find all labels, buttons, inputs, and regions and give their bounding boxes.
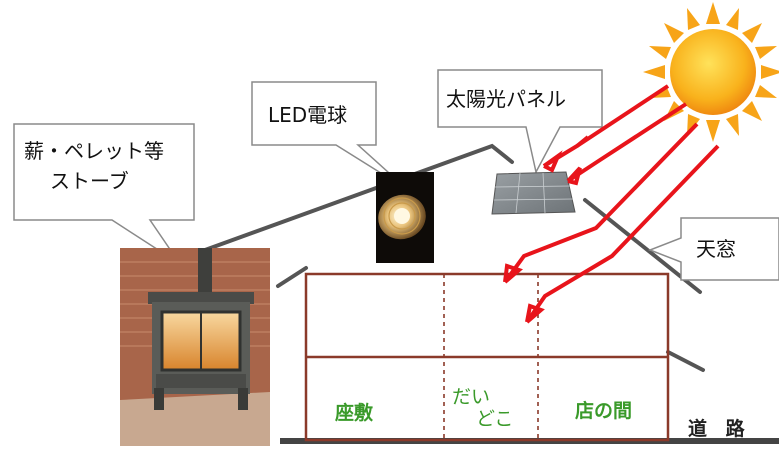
solar-panel-image [491,171,576,215]
callout-led-bubble [251,81,409,191]
callout-skylight-label: 天窓 [696,237,736,261]
room-daidoko-line2: どこ [476,408,514,430]
callout-led-label: LED電球 [268,103,348,127]
room-misenoma: 店の間 [575,400,633,422]
callout-solar-label: 太陽光パネル [446,87,566,111]
callout-stove-line1: 薪・ペレット等 [24,139,164,163]
sunlight-arrow-icon [503,84,720,324]
callout-stove-line2: ストーブ [50,169,129,193]
wood-stove-image [120,248,270,446]
callout-skylight-bubble [647,217,779,281]
road-label: 道 路 [688,418,751,440]
room-zashiki: 座敷 [335,402,374,424]
callout-solar-bubble [437,69,603,175]
house-roof [203,143,705,372]
callout-stove-bubble [13,123,195,265]
room-daidoko-line1: だい [452,386,491,408]
led-bulb-image [376,172,434,263]
house-frame [304,272,670,442]
